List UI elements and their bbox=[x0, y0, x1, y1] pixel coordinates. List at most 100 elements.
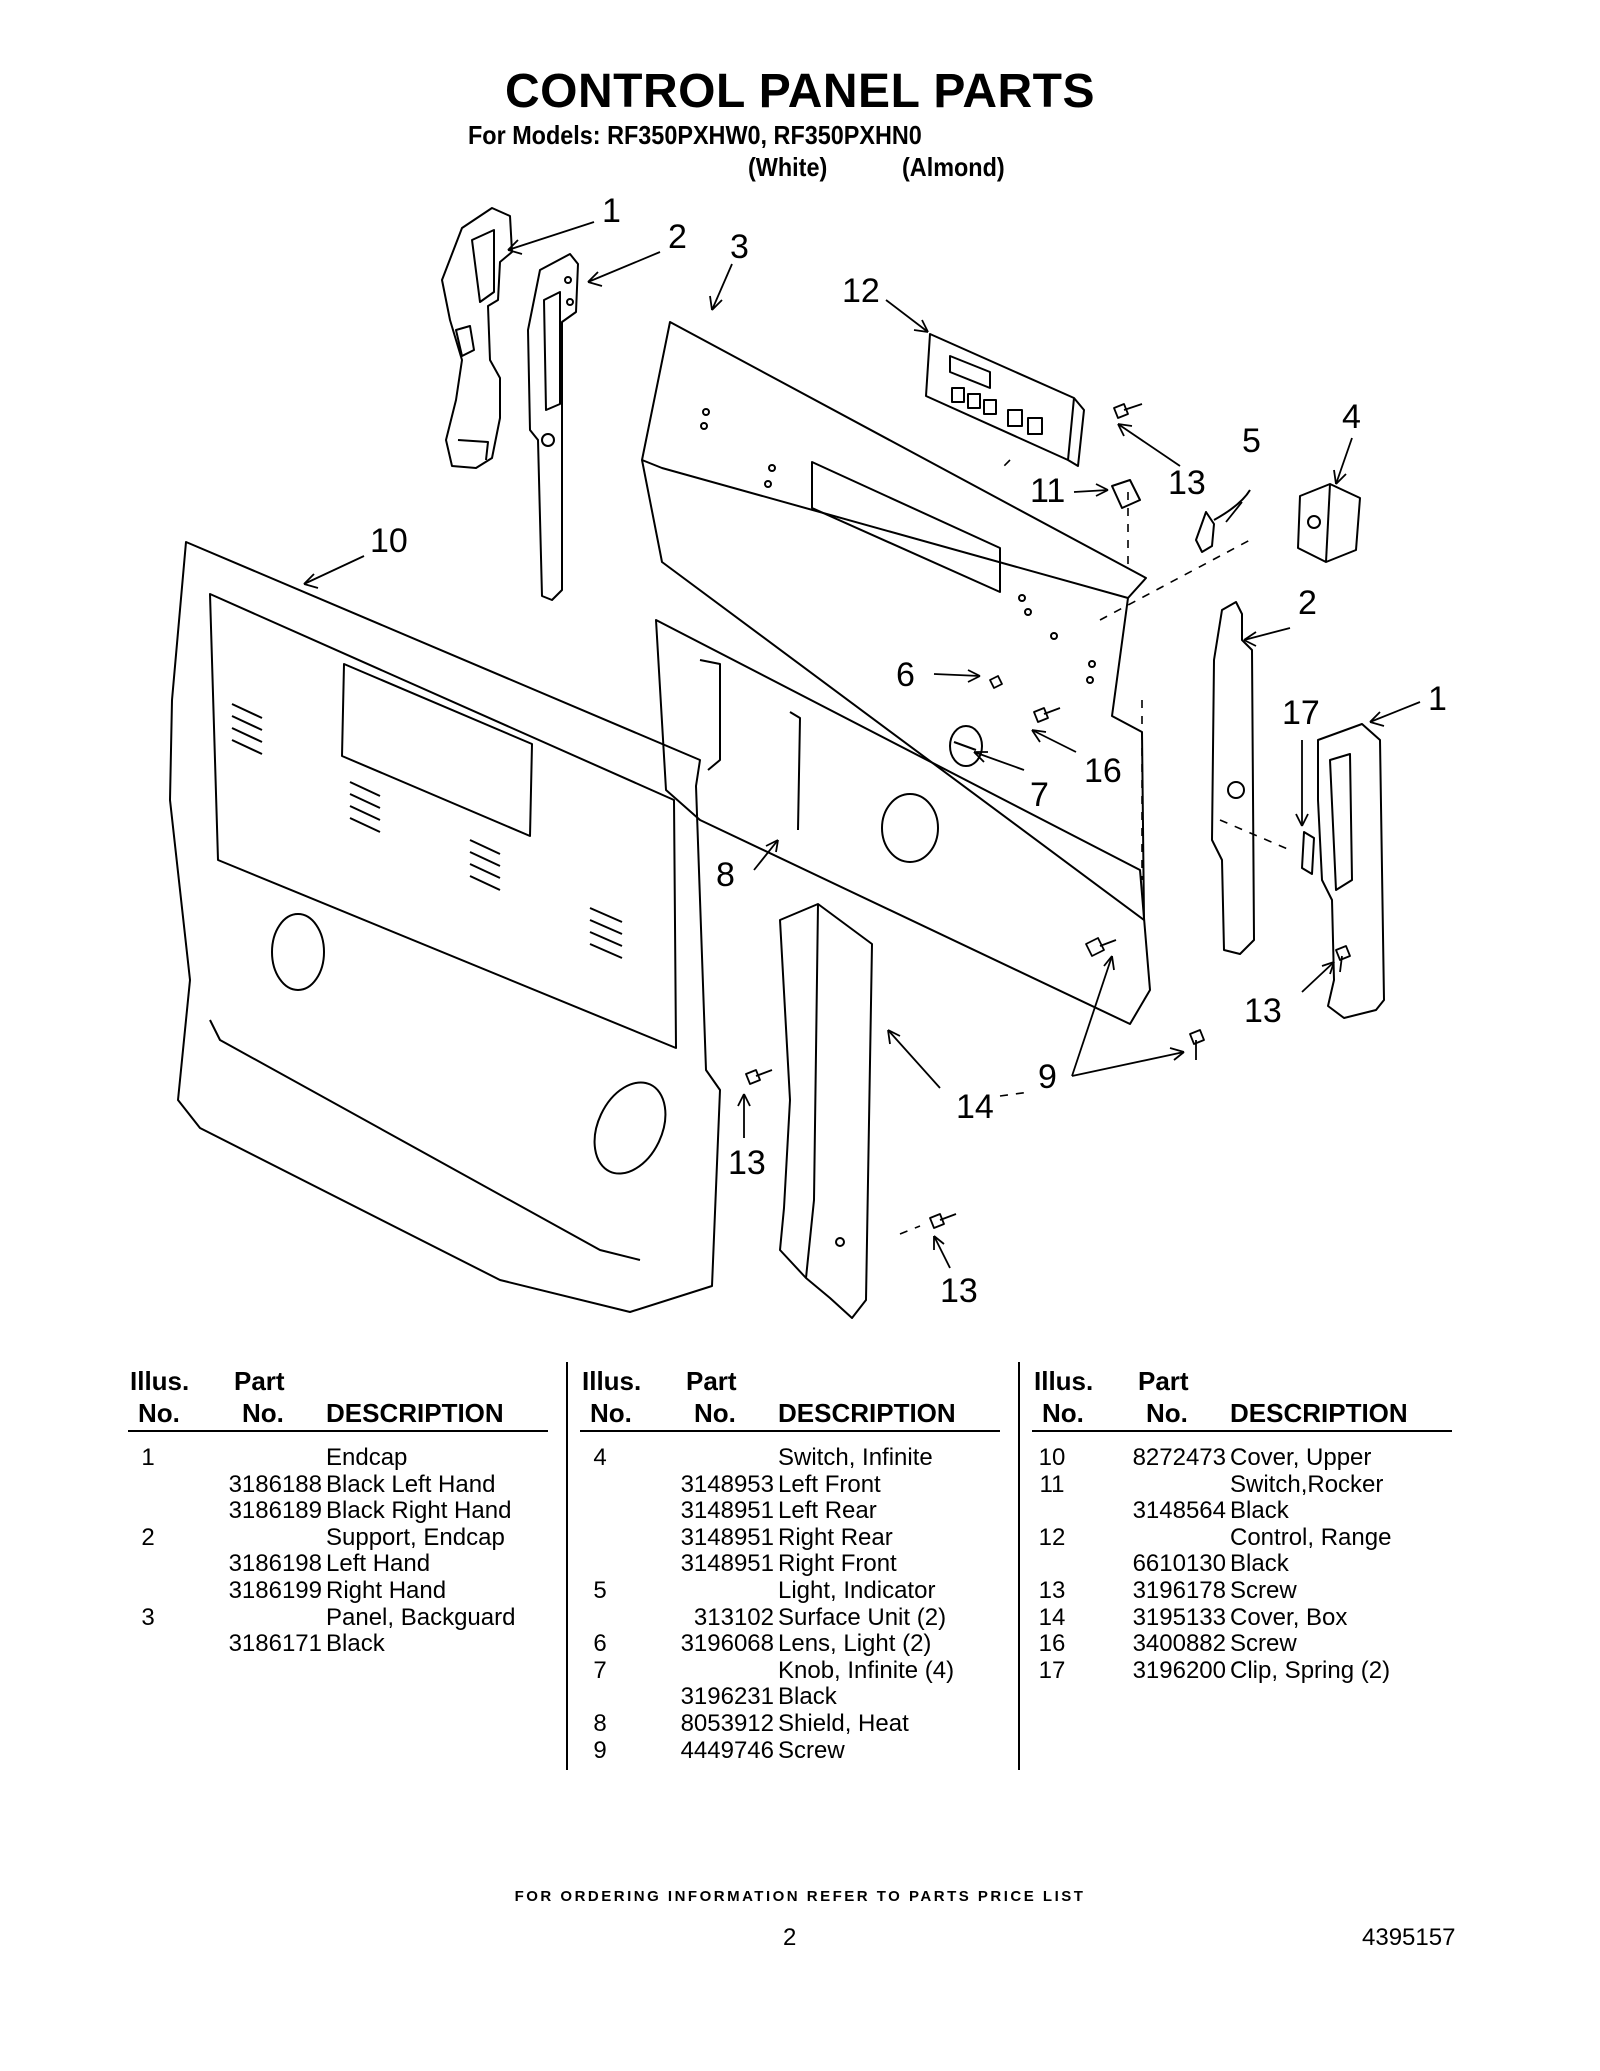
callout-13-bottom: 13 bbox=[940, 1272, 978, 1310]
cell-illus-no: 16 bbox=[1038, 1630, 1066, 1658]
cell-description: Black Left Hand bbox=[326, 1470, 496, 1498]
callout-3: 3 bbox=[730, 228, 749, 266]
header-illus: Illus. bbox=[1034, 1366, 1094, 1396]
cell-description: Black bbox=[1230, 1550, 1289, 1578]
models-line: For Models: RF350PXHW0, RF350PXHN0 bbox=[468, 120, 922, 150]
cell-description: Black bbox=[778, 1683, 837, 1711]
table-header: Illus. No. Part No. DESCRIPTION bbox=[1032, 1362, 1452, 1432]
cell-illus-no: 9 bbox=[593, 1736, 607, 1764]
cell-description: Left Front bbox=[778, 1470, 881, 1498]
cell-part-no: 3186198 bbox=[228, 1550, 322, 1578]
cell-description: Right Rear bbox=[778, 1523, 893, 1551]
cell-description: Control, Range bbox=[1230, 1523, 1392, 1551]
cell-description: Black Right Hand bbox=[326, 1497, 512, 1525]
cell-part-no: 4449746 bbox=[680, 1736, 774, 1764]
header-part-no: No. bbox=[1146, 1398, 1188, 1428]
callout-4: 4 bbox=[1342, 398, 1361, 436]
header-part-no: No. bbox=[694, 1398, 736, 1428]
cell-illus-no: 3 bbox=[141, 1603, 155, 1631]
callout-5: 5 bbox=[1242, 422, 1261, 460]
part-panel-backguard bbox=[641, 321, 1147, 921]
cell-illus-no: 7 bbox=[593, 1656, 607, 1684]
alignment-lines bbox=[899, 459, 1291, 1235]
cell-illus-no: 14 bbox=[1038, 1603, 1066, 1631]
cell-description: Left Rear bbox=[778, 1497, 877, 1525]
callout-9: 9 bbox=[1038, 1058, 1057, 1096]
part-control-range bbox=[925, 333, 1085, 467]
header-part: Part bbox=[686, 1366, 737, 1396]
cell-description: Screw bbox=[778, 1736, 845, 1764]
callout-11: 11 bbox=[1030, 472, 1065, 510]
cell-illus-no: 1 bbox=[141, 1444, 155, 1471]
cell-description: Cover, Box bbox=[1230, 1603, 1348, 1631]
cell-description: Screw bbox=[1230, 1630, 1297, 1658]
callout-1-left: 1 bbox=[602, 192, 621, 230]
cell-description: Switch,Rocker bbox=[1230, 1470, 1384, 1498]
cell-part-no: 3186188 bbox=[228, 1470, 322, 1498]
callout-2-left: 2 bbox=[668, 218, 687, 256]
cell-description: Surface Unit (2) bbox=[778, 1603, 947, 1631]
table-header: Illus. No. Part No. DESCRIPTION bbox=[128, 1362, 548, 1432]
part-cover-box bbox=[779, 903, 873, 1319]
cell-part-no: 3186199 bbox=[228, 1576, 322, 1604]
cell-illus-no: 17 bbox=[1038, 1656, 1066, 1684]
cell-description: Right Hand bbox=[326, 1576, 447, 1604]
callout-13-top: 13 bbox=[1168, 464, 1206, 502]
page-number: 2 bbox=[783, 1924, 797, 1951]
cell-part-no: 3186189 bbox=[228, 1497, 322, 1525]
part-switch-rocker bbox=[1111, 479, 1141, 509]
callout-8: 8 bbox=[716, 856, 735, 894]
footer-ordering-note: FOR ORDERING INFORMATION REFER TO PARTS … bbox=[514, 1888, 1086, 1905]
header-illus: Illus. bbox=[130, 1366, 190, 1396]
cell-illus-no: 10 bbox=[1038, 1444, 1066, 1471]
cell-part-no: 8272473 bbox=[1132, 1444, 1226, 1471]
cell-part-no: 8053912 bbox=[680, 1709, 774, 1737]
callout-2-right: 2 bbox=[1298, 584, 1317, 622]
cell-part-no: 3196178 bbox=[1132, 1576, 1226, 1604]
cell-description: Light, Indicator bbox=[778, 1576, 936, 1604]
callout-14: 14 bbox=[956, 1088, 994, 1126]
cell-description: Left Hand bbox=[326, 1550, 431, 1578]
cell-description: Black bbox=[1230, 1497, 1289, 1525]
cell-description: Knob, Infinite (4) bbox=[778, 1656, 955, 1684]
part-knob-infinite bbox=[949, 725, 983, 767]
cell-description: Cover, Upper bbox=[1230, 1444, 1372, 1471]
cell-part-no: 3195133 bbox=[1132, 1603, 1226, 1631]
cell-description: Shield, Heat bbox=[778, 1709, 909, 1737]
cell-description: Black bbox=[326, 1630, 385, 1658]
cell-part-no: 3186171 bbox=[228, 1630, 322, 1658]
header-part: Part bbox=[1138, 1366, 1189, 1396]
cell-description: Clip, Spring (2) bbox=[1230, 1656, 1391, 1684]
callout-16: 16 bbox=[1084, 752, 1122, 790]
header-illus: Illus. bbox=[582, 1366, 642, 1396]
callout-6: 6 bbox=[896, 656, 915, 694]
cell-part-no: 3148951 bbox=[680, 1550, 774, 1578]
callout-numbers: 1 2 3 12 4 5 13 11 10 2 6 17 1 16 7 8 13… bbox=[370, 192, 1447, 1310]
callout-13-right: 13 bbox=[1244, 992, 1282, 1030]
cell-illus-no: 2 bbox=[141, 1523, 155, 1551]
